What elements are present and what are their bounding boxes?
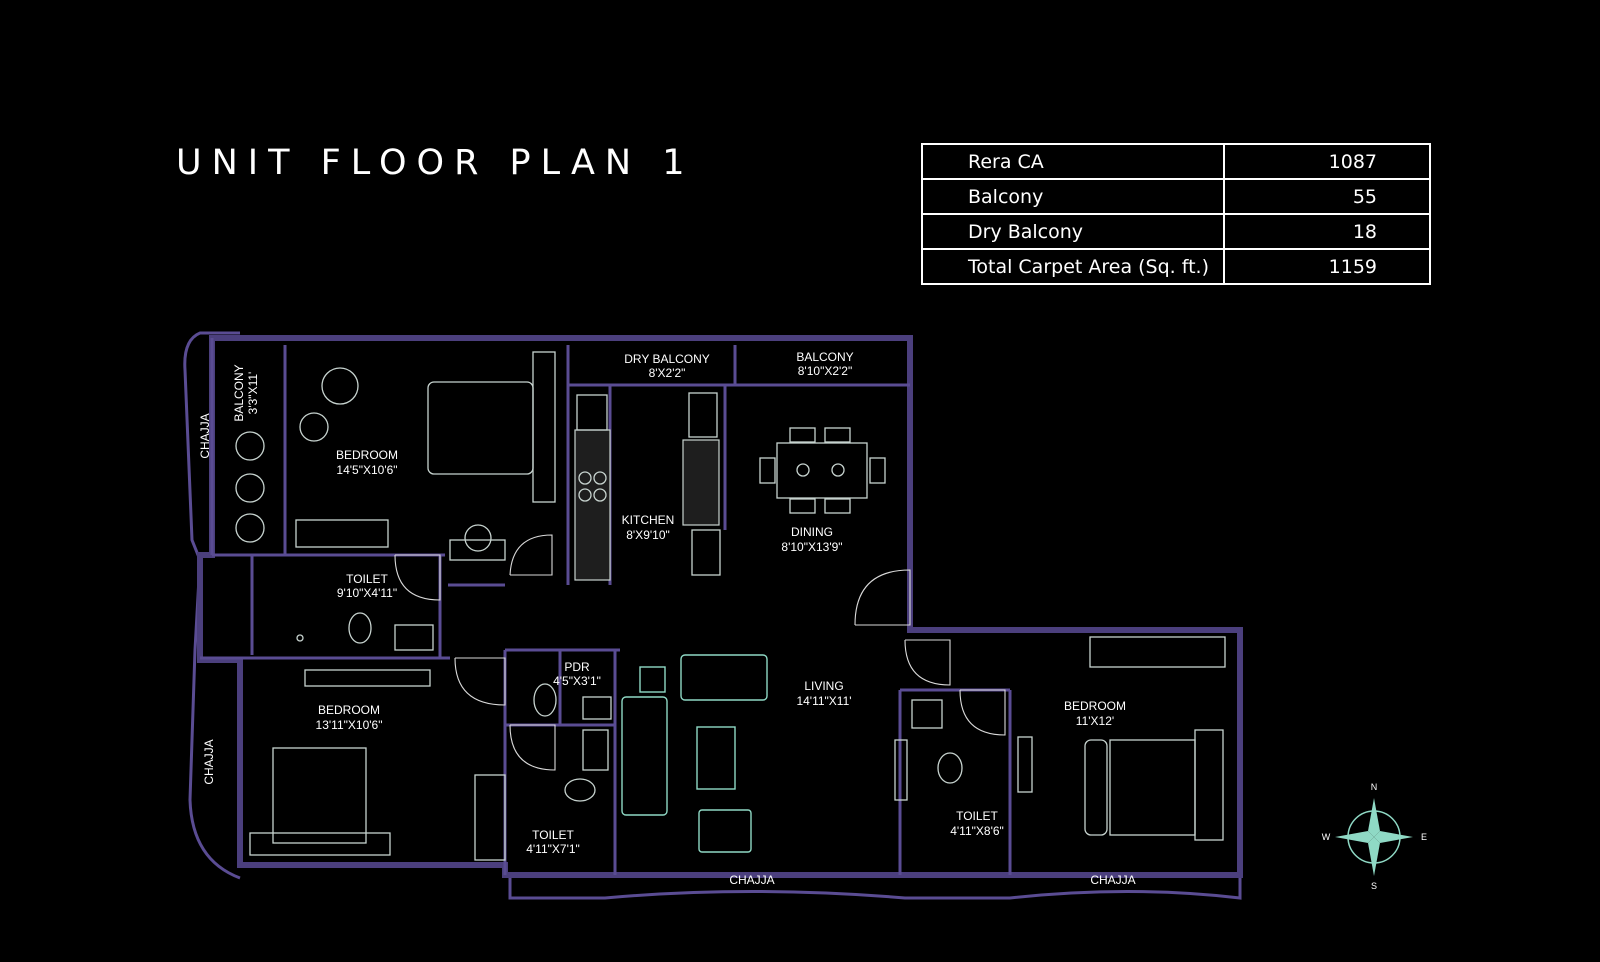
chajja-outline <box>183 331 241 880</box>
area-label: Rera CA <box>921 143 1225 180</box>
room-label-bedroom-1: BEDROOM 14'5"X10'6" <box>336 448 398 477</box>
room-size: 13'11"X10'6" <box>316 718 383 732</box>
room-name: BALCONY <box>232 364 246 421</box>
table-row: Rera CA 1087 <box>921 143 1431 180</box>
room-label-kitchen: KITCHEN 8'X9'10" <box>622 513 675 542</box>
room-name: BEDROOM <box>1064 699 1126 713</box>
table-row: Dry Balcony 18 <box>921 213 1431 250</box>
room-label-toilet-3: TOILET 4'11"X8'6" <box>950 809 1004 838</box>
toilet-icon <box>894 699 963 801</box>
room-name: DRY BALCONY <box>624 352 710 366</box>
exterior-wall <box>197 335 1243 878</box>
room-label-living: LIVING 14'11"X11' <box>796 679 851 708</box>
room-label-toilet-2: TOILET 4'11"X7'1" <box>526 828 580 856</box>
area-value: 55 <box>1223 178 1431 215</box>
room-size: 14'11"X11' <box>796 694 851 708</box>
area-value: 1159 <box>1223 248 1431 285</box>
room-label-pdr: PDR 4'5"X3'1" <box>553 660 601 688</box>
bed-icon <box>249 747 506 861</box>
toilet-icon <box>533 683 612 802</box>
sofa-icon <box>621 654 768 853</box>
room-size: 8'10"X13'9" <box>781 540 842 554</box>
compass-s: S <box>1371 881 1377 891</box>
room-label-bedroom-3: BEDROOM 11'X12' <box>1064 699 1126 728</box>
area-value: 1087 <box>1223 143 1431 180</box>
room-label-balcony-left: BALCONY 3'3"X11' <box>232 364 260 421</box>
table-row: Total Carpet Area (Sq. ft.) 1159 <box>921 248 1431 285</box>
chajja-label: CHAJJA <box>1090 873 1135 887</box>
room-name: BALCONY <box>796 350 853 364</box>
interior-walls <box>200 338 1012 875</box>
area-table: Rera CA 1087 Balcony 55 Dry Balcony 18 T… <box>921 143 1431 285</box>
compass-n: N <box>1371 782 1378 792</box>
chajja-outline <box>508 835 1242 900</box>
room-size: 4'11"X8'6" <box>950 824 1004 838</box>
room-size: 8'X9'10" <box>626 528 670 542</box>
chajja-label: CHAJJA <box>202 739 216 784</box>
kitchen-counter <box>574 392 721 581</box>
compass-e: E <box>1421 832 1427 842</box>
room-name: PDR <box>564 660 590 674</box>
room-name: TOILET <box>346 572 388 586</box>
room-size: 8'10"X2'2" <box>798 364 852 378</box>
room-label-dry-balcony: DRY BALCONY 8'X2'2" <box>624 352 710 380</box>
room-size: 8'X2'2" <box>649 366 686 380</box>
table-row: Balcony 55 <box>921 178 1431 215</box>
chajja-label: CHAJJA <box>729 873 774 887</box>
room-size: 14'5"X10'6" <box>336 463 397 477</box>
room-name: BEDROOM <box>336 448 398 462</box>
room-name: KITCHEN <box>622 513 675 527</box>
compass-icon: N S E W <box>1322 782 1427 891</box>
room-label-balcony-top: BALCONY 8'10"X2'2" <box>796 350 853 378</box>
bed-icon <box>1017 636 1226 841</box>
room-size: 4'5"X3'1" <box>553 674 601 688</box>
room-size: 4'11"X7'1" <box>526 842 580 856</box>
room-label-dining: DINING 8'10"X13'9" <box>781 525 842 554</box>
door-swings <box>394 534 1006 771</box>
room-name: BEDROOM <box>318 703 380 717</box>
bed-icon <box>235 351 556 561</box>
room-label-toilet-1: TOILET 9'10"X4'11" <box>337 572 397 600</box>
room-size: 3'3"X11' <box>246 372 260 415</box>
room-name: TOILET <box>532 828 574 842</box>
toilet-icon <box>296 612 434 687</box>
room-size: 11'X12' <box>1076 714 1114 728</box>
compass-w: W <box>1322 832 1331 842</box>
area-value: 18 <box>1223 213 1431 250</box>
dining-table-icon <box>759 427 886 514</box>
area-label: Dry Balcony <box>921 213 1225 250</box>
area-label: Total Carpet Area (Sq. ft.) <box>921 248 1225 285</box>
room-name: LIVING <box>804 679 843 693</box>
chajja-label: CHAJJA <box>198 413 212 458</box>
area-label: Balcony <box>921 178 1225 215</box>
room-name: TOILET <box>956 809 998 823</box>
page-title: UNIT FLOOR PLAN 1 <box>176 143 695 183</box>
room-name: DINING <box>791 525 833 539</box>
room-label-bedroom-2: BEDROOM 13'11"X10'6" <box>316 703 383 732</box>
room-size: 9'10"X4'11" <box>337 586 397 600</box>
